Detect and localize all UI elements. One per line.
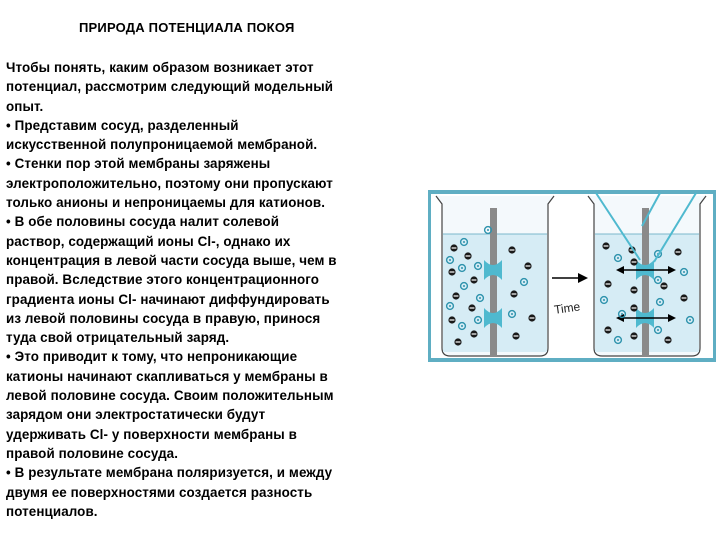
time-arrow-icon: [552, 273, 588, 283]
membrane-icon: [484, 208, 502, 356]
slide-title: ПРИРОДА ПОТЕНЦИАЛА ПОКОЯ: [79, 20, 295, 35]
experiment-illustration: Time: [431, 192, 713, 358]
time-label: Time: [553, 299, 581, 317]
slide-body-text: Чтобы понять, каким образом возникает эт…: [6, 60, 337, 519]
membrane-experiment-figure: Time: [428, 190, 716, 362]
